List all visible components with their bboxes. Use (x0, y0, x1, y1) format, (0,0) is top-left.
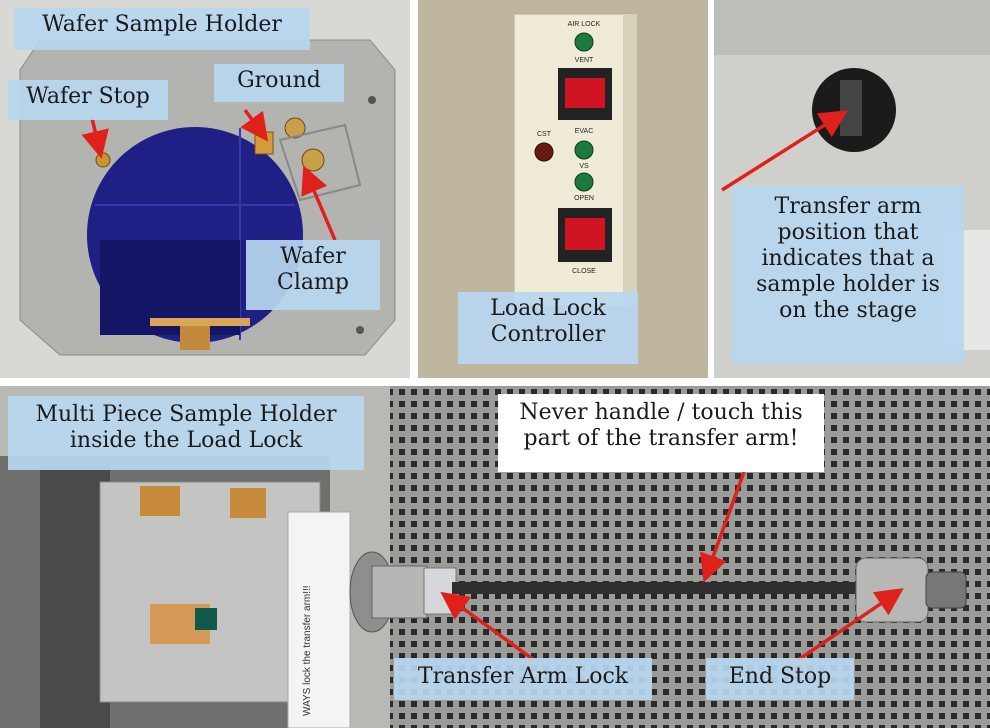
load-lock-line1: Load Lock (490, 296, 606, 321)
arrow-wafer-clamp (301, 165, 337, 241)
transfer-arm-arrow-layer (721, 110, 848, 192)
arrow-ground (240, 108, 269, 142)
close-button[interactable] (565, 218, 605, 250)
label-ground: Ground (214, 64, 344, 102)
label-transfer-arm-position: Transfer arm position that indicates tha… (732, 186, 964, 364)
arrow-end-stop (797, 588, 904, 662)
evac-text: EVAC (575, 128, 594, 135)
load-lock-interior-photo: WAYS lock the transfer arm!!! Multi Piec… (0, 386, 990, 728)
transfer-arm-rod[interactable] (452, 582, 862, 594)
transfer-arm-line4: sample holder is (756, 271, 940, 297)
load-lock-controller-photo: AIR LOCK VENT EVAC CST VS OPEN CLOSE Loa… (418, 0, 708, 378)
cst-lamp (534, 142, 554, 162)
load-lock-line2: Controller (490, 321, 606, 347)
cst-text: CST (537, 131, 552, 138)
transfer-arm-line3: indicates that a (761, 245, 935, 271)
wafer-clamp-line1: Wafer (280, 244, 346, 269)
arrow-transfer-arm-position (721, 110, 848, 192)
transfer-arm-line2: position that (777, 219, 919, 245)
wafer-holder-photo: Wafer Sample Holder Ground Wafer Stop Wa… (0, 0, 410, 378)
vs-lamp (574, 140, 594, 160)
label-wafer-sample-holder: Wafer Sample Holder (14, 8, 310, 50)
open-lamp (574, 172, 594, 192)
label-multi-piece-sample-holder: Multi Piece Sample Holder inside the Loa… (8, 396, 364, 470)
vent-evac-button[interactable] (565, 78, 605, 108)
label-end-stop: End Stop (706, 658, 854, 700)
never-handle-line1: Never handle / touch this (519, 400, 803, 425)
label-wafer-clamp: Wafer Clamp (246, 240, 380, 310)
air-lock-lamp (574, 32, 594, 52)
close-text: CLOSE (572, 268, 596, 275)
open-text: OPEN (574, 195, 594, 202)
vs-text: VS (579, 163, 589, 170)
arrow-wafer-stop (81, 117, 109, 159)
arrow-never-handle (700, 471, 746, 583)
arrow-transfer-arm-lock (440, 591, 536, 662)
label-transfer-arm-lock: Transfer Arm Lock (394, 658, 652, 700)
label-load-lock-controller: Load Lock Controller (458, 292, 638, 364)
vent-text: VENT (575, 57, 594, 64)
wafer-clamp-line2: Clamp (277, 269, 349, 295)
transfer-arm-line1: Transfer arm (774, 194, 922, 219)
transfer-arm-arrows (440, 471, 904, 662)
transfer-arm-line5: on the stage (779, 297, 917, 323)
multi-piece-line1: Multi Piece Sample Holder (35, 402, 337, 427)
transfer-arm-position-photo: Transfer arm position that indicates tha… (714, 0, 990, 378)
multi-piece-line2: inside the Load Lock (69, 427, 303, 453)
air-lock-text: AIR LOCK (568, 21, 601, 28)
label-wafer-stop: Wafer Stop (8, 80, 168, 120)
sticker-text: WAYS lock the transfer arm!!! (302, 585, 313, 716)
wafer-arrows (81, 108, 337, 241)
never-handle-line2: part of the transfer arm! (523, 426, 799, 452)
label-never-handle: Never handle / touch this part of the tr… (498, 394, 824, 472)
